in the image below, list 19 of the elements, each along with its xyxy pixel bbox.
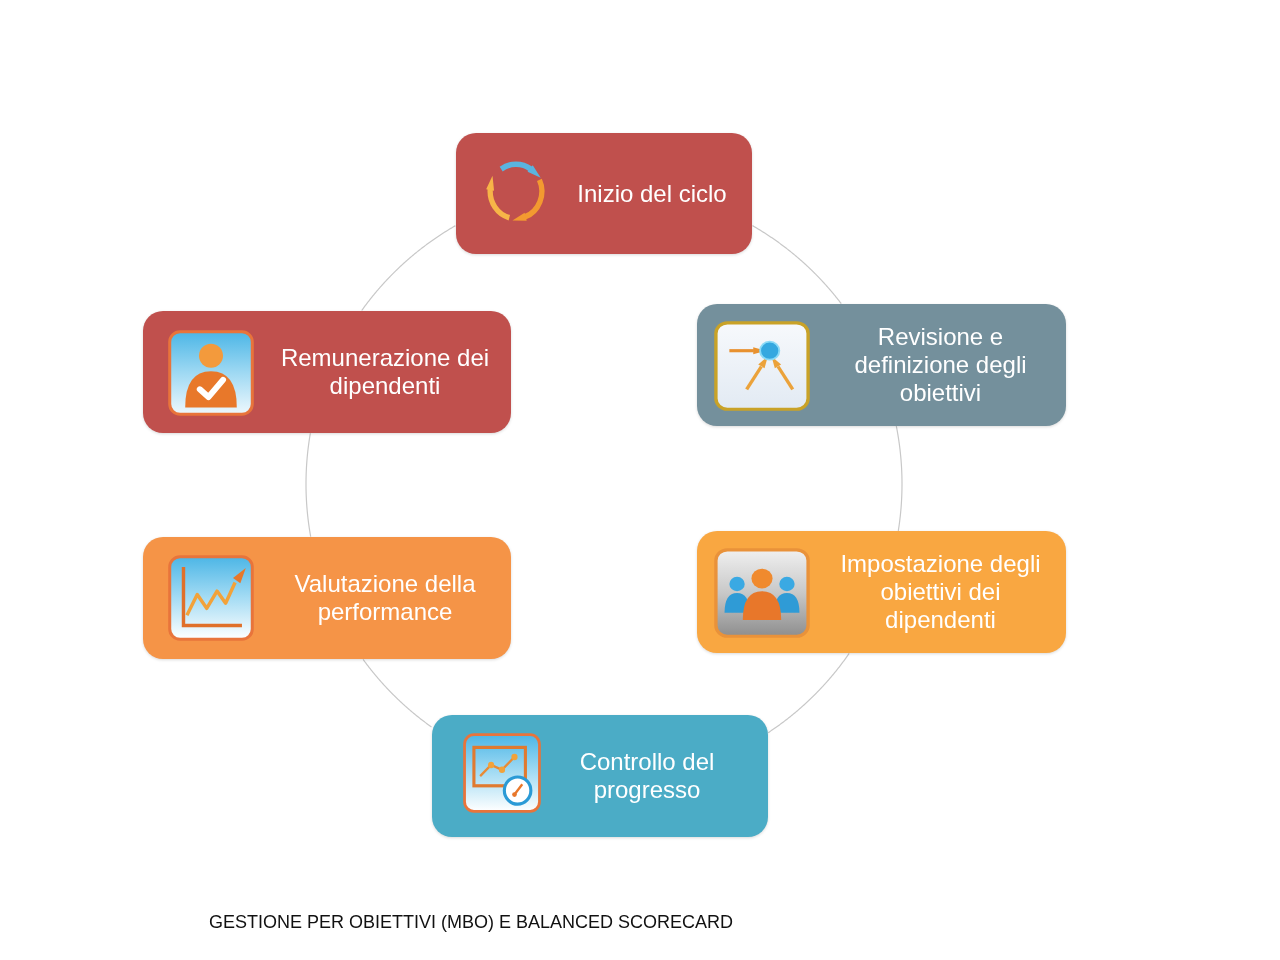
connector-arc [751, 225, 842, 305]
step-label: Impostazione degli obiettivi dei dipendenti [839, 550, 1042, 634]
step-label: Remunerazione dei dipendenti [279, 344, 491, 400]
step-label: Inizio del ciclo [577, 179, 727, 208]
process-box [143, 311, 511, 433]
step-label: Valutazione della performance [293, 570, 477, 626]
footer-title: GESTIONE PER OBIETTIVI (MBO) E BALANCED SCORECARD [209, 911, 734, 933]
step-label: Revisione e definizione degli obiettivi [853, 323, 1028, 407]
connector-arc [305, 432, 312, 538]
process-box [697, 531, 1066, 653]
connector-arc [362, 658, 433, 728]
process-box [432, 715, 768, 837]
connector-arc [895, 425, 903, 532]
process-box [456, 133, 752, 254]
connector-arc [767, 652, 850, 734]
process-box [697, 304, 1066, 426]
connector-arc [361, 225, 456, 312]
step-label: Controllo del progresso [578, 748, 716, 804]
process-box [143, 537, 511, 659]
